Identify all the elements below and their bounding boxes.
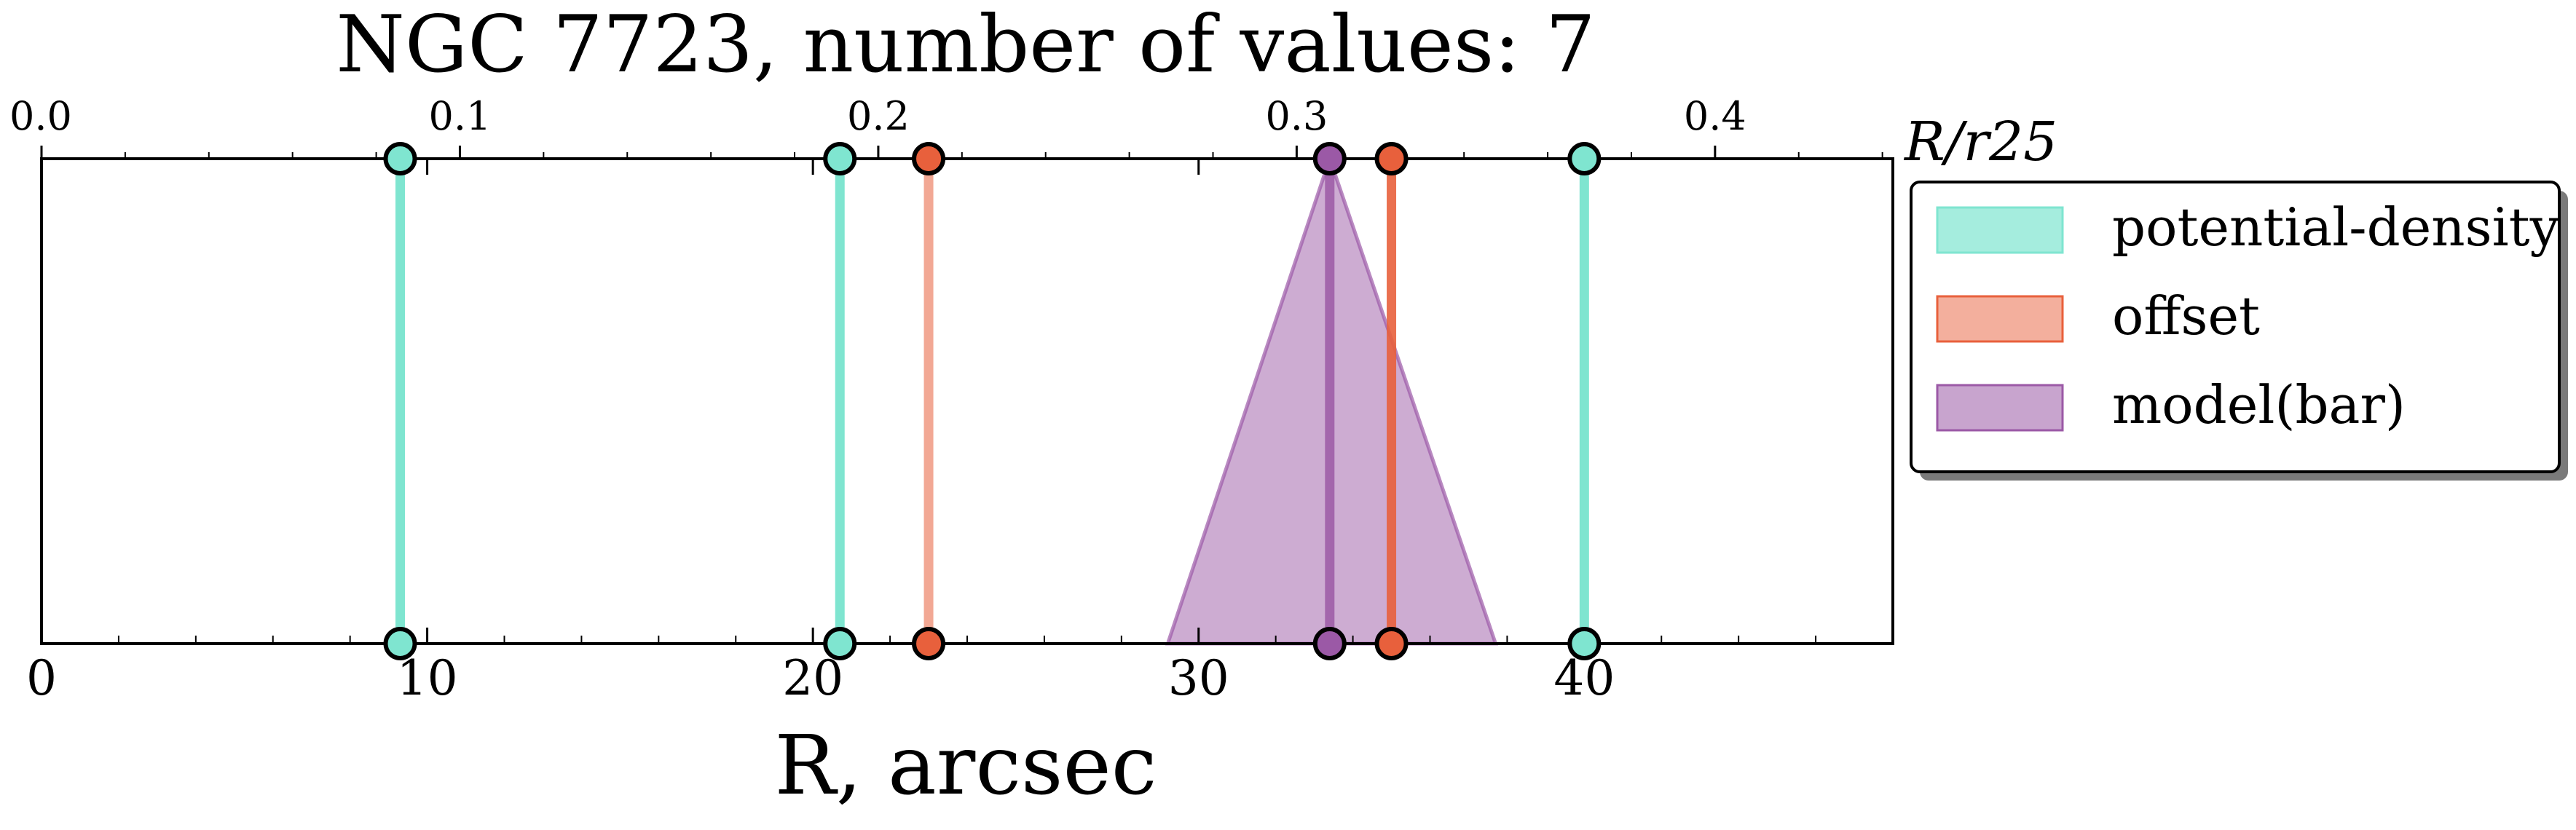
top-tick-label: 0.1	[429, 93, 492, 139]
legend-swatch-model(bar)	[1936, 384, 2064, 432]
top-tick-label: 0.2	[847, 93, 910, 139]
legend-swatch-potential-density	[1936, 206, 2064, 254]
top-dot-potential-density	[1567, 142, 1602, 175]
legend-box	[1910, 181, 2561, 473]
legend-label-offset: offset	[2112, 285, 2260, 347]
bottom-dot-potential-density	[383, 627, 417, 660]
legend-swatch-offset	[1936, 295, 2064, 343]
top-dot-model(bar)	[1312, 142, 1347, 175]
top-axis-label: R/r25	[1903, 111, 2057, 173]
x-tick-label: 20	[782, 650, 843, 706]
bottom-dot-model(bar)	[1312, 627, 1347, 660]
top-dot-offset	[1374, 142, 1409, 175]
top-tick-label: 0.3	[1265, 93, 1328, 139]
x-tick-label: 0	[26, 650, 57, 706]
top-tick-label: 0.0	[9, 93, 72, 139]
plot-frame	[40, 157, 1894, 645]
bottom-dot-potential-density	[1567, 627, 1602, 660]
marker-dots-layer	[383, 142, 1602, 660]
top-tick-label: 0.4	[1684, 93, 1746, 139]
legend-label-model(bar): model(bar)	[2112, 374, 2406, 435]
top-dot-potential-density	[823, 142, 857, 175]
x-axis-label: R, arcsec	[774, 719, 1157, 813]
top-dot-potential-density	[383, 142, 417, 175]
chart-title: NGC 7723, number of values: 7	[336, 0, 1595, 90]
x-tick-label: 30	[1168, 650, 1229, 706]
bottom-dot-offset	[912, 627, 946, 660]
top-dot-offset	[912, 142, 946, 175]
bottom-dot-potential-density	[823, 627, 857, 660]
marker-lines-layer	[395, 159, 1589, 644]
legend-label-potential-density: potential-density	[2112, 197, 2560, 258]
bottom-dot-offset	[1374, 627, 1409, 660]
legend: potential-density offset model(bar)	[1910, 181, 2568, 481]
x-tick-label: 10	[397, 650, 458, 706]
